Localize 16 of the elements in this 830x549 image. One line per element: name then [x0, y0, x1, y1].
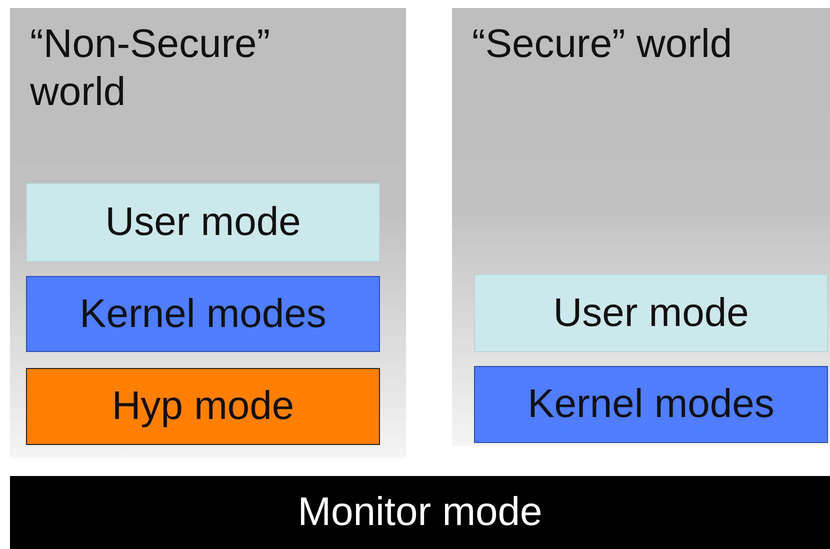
mode-label: Hyp mode — [112, 384, 294, 429]
mode-box — [26, 183, 380, 262]
mode-label: User mode — [553, 290, 749, 336]
world-panel — [10, 8, 406, 458]
mode-label: User mode — [105, 200, 301, 245]
mode-box — [26, 276, 380, 352]
world-heading: “Secure” world — [472, 21, 734, 68]
mode-label: Monitor mode — [298, 490, 542, 535]
world-panel — [452, 8, 830, 446]
world-heading: “Non-Secure” world — [30, 21, 272, 116]
mode-box — [474, 366, 828, 443]
mode-bar — [10, 476, 830, 549]
mode-box — [26, 368, 380, 445]
mode-box — [474, 274, 828, 352]
mode-label: Kernel modes — [80, 292, 326, 336]
mode-label: Kernel modes — [528, 382, 774, 427]
